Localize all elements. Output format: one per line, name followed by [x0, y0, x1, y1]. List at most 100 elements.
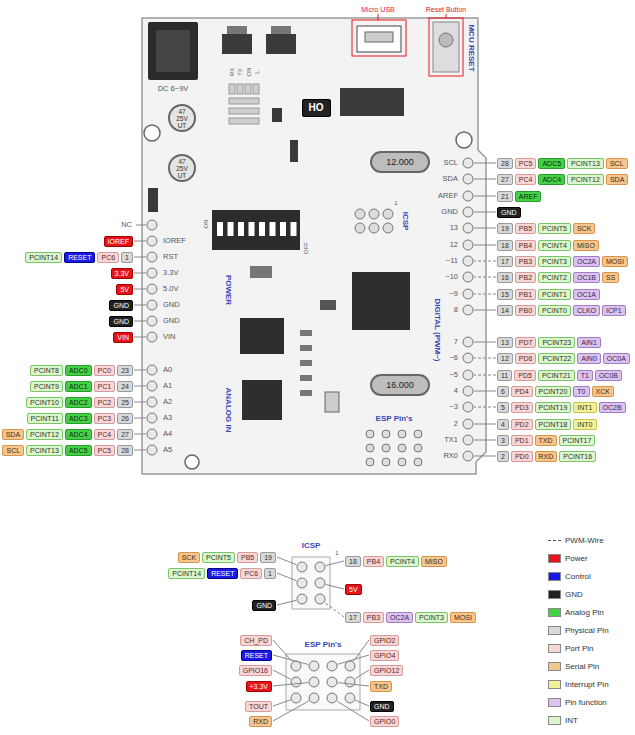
int-pin: PCINT13 [26, 445, 63, 456]
pin-text: 12 [501, 355, 509, 362]
analog-pin: ADC3 [65, 413, 92, 424]
legend-text: Port Pin [565, 644, 593, 653]
leader-line [474, 310, 496, 311]
heading-label: POWER [224, 275, 232, 305]
power-pin: +3.3V [246, 681, 273, 692]
small-label: ON [202, 220, 208, 229]
pin-text: PB1 [519, 291, 532, 298]
pin-text: 5V [349, 586, 358, 593]
led-pads [229, 84, 259, 124]
crystal: 12.000 [370, 151, 430, 173]
header-pin [463, 353, 473, 363]
pin-text: 5 [501, 404, 505, 411]
pin-text: 28 [501, 160, 509, 167]
port-pin: PB4 [363, 556, 384, 567]
esp-header [366, 430, 422, 466]
header-pin [327, 677, 337, 687]
pin-text: ADC1 [69, 383, 88, 390]
physical-pin: 19 [260, 552, 276, 563]
pin-text: HO [309, 102, 324, 113]
leader-line [273, 655, 308, 664]
silkscreen-label: 2 [454, 420, 458, 428]
int-pin: PCINT11 [27, 413, 63, 424]
pin-text: RESET [245, 652, 268, 659]
port-pin: PB5 [515, 223, 536, 234]
legend-row: Pin function [548, 696, 607, 708]
legend-row: Interrupt Pin [548, 678, 609, 690]
legend-text: Serial Pin [565, 662, 599, 671]
pin-text: 23 [121, 367, 129, 374]
pin-text: 24 [121, 383, 129, 390]
int-pin: PCINT10 [26, 397, 63, 408]
leader-line [134, 434, 146, 435]
pin-text: 3.3V [115, 270, 129, 277]
esp-connector [286, 654, 360, 710]
leader-line [474, 440, 496, 441]
gnd-pin: GND [252, 600, 276, 611]
power-pin: 5V [345, 584, 362, 595]
header-pin [463, 207, 473, 217]
leader-line [337, 701, 369, 721]
header-pin [309, 693, 319, 703]
pin-text: PB0 [519, 307, 532, 314]
pin-text: SDA [610, 176, 624, 183]
serial-pin: TXD [370, 681, 392, 692]
pin-text: PC1 [98, 383, 112, 390]
leader-line [277, 557, 296, 565]
micro-usb [352, 14, 406, 56]
silkscreen-label: ~10 [445, 273, 458, 281]
pin-text: GND [113, 302, 129, 309]
leader-line [134, 370, 146, 371]
gnd-pin: GND [497, 207, 521, 218]
int-pin: PCINT1 [538, 289, 571, 300]
leader-line [134, 418, 146, 419]
pin-text: ICP1 [606, 307, 622, 314]
small-label: 1 [335, 550, 338, 556]
header-pin [463, 191, 473, 201]
physical-pin: 18 [345, 556, 361, 567]
pin-text: ADC0 [69, 367, 88, 374]
port-pin: PB1 [515, 289, 536, 300]
pin-text: 47 25V UT [174, 108, 190, 129]
silkscreen-label: 13 [450, 224, 458, 232]
pin-text: INT1 [577, 404, 592, 411]
legend-row: Power [548, 552, 588, 564]
pin-text: PCINT21 [542, 372, 571, 379]
pin-text: 18 [349, 558, 357, 565]
int-pin: PCINT16 [559, 451, 596, 462]
pin-text: RXD [253, 718, 268, 725]
int-pin: PCINT5 [202, 552, 235, 563]
pin-text: 13 [501, 339, 509, 346]
gnd-pin: GND [109, 300, 133, 311]
pin-text: OC0A [607, 355, 626, 362]
legend-swatch [548, 608, 561, 617]
leader-line [474, 294, 496, 295]
leader-line [474, 456, 496, 457]
silkscreen-label: 5.0V [163, 285, 178, 293]
pin-text: PCINT0 [542, 307, 567, 314]
pin-text: PC4 [98, 431, 112, 438]
legend-swatch [548, 680, 561, 689]
heading-label: MCU RESET [467, 24, 475, 71]
small-label: ON [245, 68, 251, 77]
port-pin: PD4 [511, 386, 533, 397]
function-pin: OC0A [603, 353, 630, 364]
pin-text: TOUT [249, 703, 268, 710]
serial-pin: SCL [606, 158, 628, 169]
physical-pin: 18 [497, 240, 513, 251]
pin-text: PD1 [515, 437, 529, 444]
legend-text: Analog Pin [565, 608, 604, 617]
pin-text: 16 [501, 274, 509, 281]
leader-line [273, 640, 292, 662]
power-pin: 5V [116, 284, 133, 295]
pin-text: T1 [581, 372, 589, 379]
port-pin: PC1 [94, 381, 116, 392]
function-pin: AIN1 [577, 337, 601, 348]
pin-text: GPIO2 [374, 637, 395, 644]
function-pin: AIN0 [577, 353, 601, 364]
serial-pin: MISO [421, 556, 447, 567]
pin-text: 27 [121, 431, 129, 438]
physical-pin: 21 [497, 191, 513, 202]
nc-pin [136, 220, 157, 230]
int-pin: PCINT14 [25, 252, 62, 263]
